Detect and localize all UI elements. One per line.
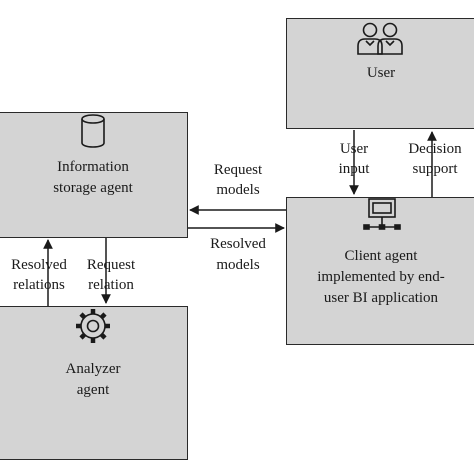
storage-agent-label-line2: storage agent bbox=[53, 180, 133, 196]
resolved-relations-label-line1: Resolved bbox=[11, 257, 67, 273]
analyzer-agent-label-line1: Analyzer bbox=[65, 361, 121, 377]
client-agent-box: Client agent implemented by end- user BI… bbox=[286, 197, 474, 345]
client-agent-label-line2: implemented by end- bbox=[317, 269, 445, 285]
request-models-label-line2: models bbox=[216, 182, 260, 198]
decision-support-label-line2: support bbox=[412, 161, 458, 177]
request-relation-label-line2: relation bbox=[88, 277, 134, 293]
request-models-label-line1: Request bbox=[213, 162, 263, 178]
database-icon bbox=[81, 114, 105, 148]
resolved-models-label-line1: Resolved bbox=[210, 236, 266, 252]
storage-agent-label-line1: Information bbox=[57, 159, 129, 175]
users-icon bbox=[357, 22, 403, 55]
client-agent-label-line1: Client agent bbox=[344, 248, 418, 264]
client-agent-label-line3: user BI application bbox=[323, 290, 439, 306]
network-computer-icon bbox=[363, 198, 401, 230]
resolved-relations-label-line2: relations bbox=[13, 277, 65, 293]
user-box-label: User bbox=[366, 65, 396, 81]
user-box: User bbox=[286, 18, 474, 129]
request-relation-label-line1: Request bbox=[86, 257, 136, 273]
decision-support-label-line1: Decision bbox=[408, 141, 462, 157]
analyzer-agent-label-line2: agent bbox=[76, 382, 110, 398]
storage-agent-box: Information storage agent bbox=[0, 112, 188, 238]
gear-icon bbox=[76, 309, 110, 343]
resolved-models-label-line2: models bbox=[216, 257, 260, 273]
